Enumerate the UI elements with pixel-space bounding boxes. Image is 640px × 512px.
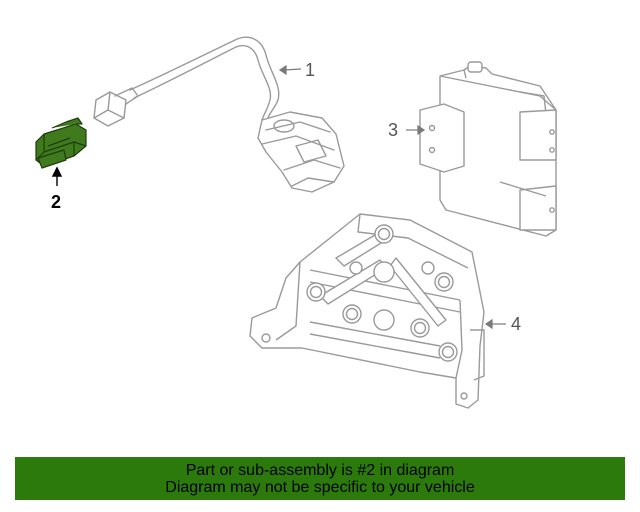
- callout-2-label[interactable]: 2: [51, 192, 62, 212]
- part-1-camera-harness[interactable]: [93, 36, 345, 193]
- part-3-control-module[interactable]: [419, 61, 557, 237]
- parts-diagram: [35, 36, 557, 409]
- callout-1-label[interactable]: 1: [305, 60, 316, 80]
- callout-4-label[interactable]: 4: [511, 314, 522, 334]
- banner-line-1: Part or sub-assembly is #2 in diagram: [185, 461, 455, 479]
- banner-line-2: Diagram may not be specific to your vehi…: [165, 478, 475, 496]
- callout-2-arrow: [51, 166, 63, 186]
- callout-leaders: [278, 64, 506, 330]
- part-4-mounting-bracket[interactable]: [249, 213, 485, 409]
- callout-3-label[interactable]: 3: [388, 120, 399, 140]
- info-banner: Part or sub-assembly is #2 in diagram Di…: [15, 457, 625, 500]
- part-2-connector[interactable]: [35, 117, 87, 169]
